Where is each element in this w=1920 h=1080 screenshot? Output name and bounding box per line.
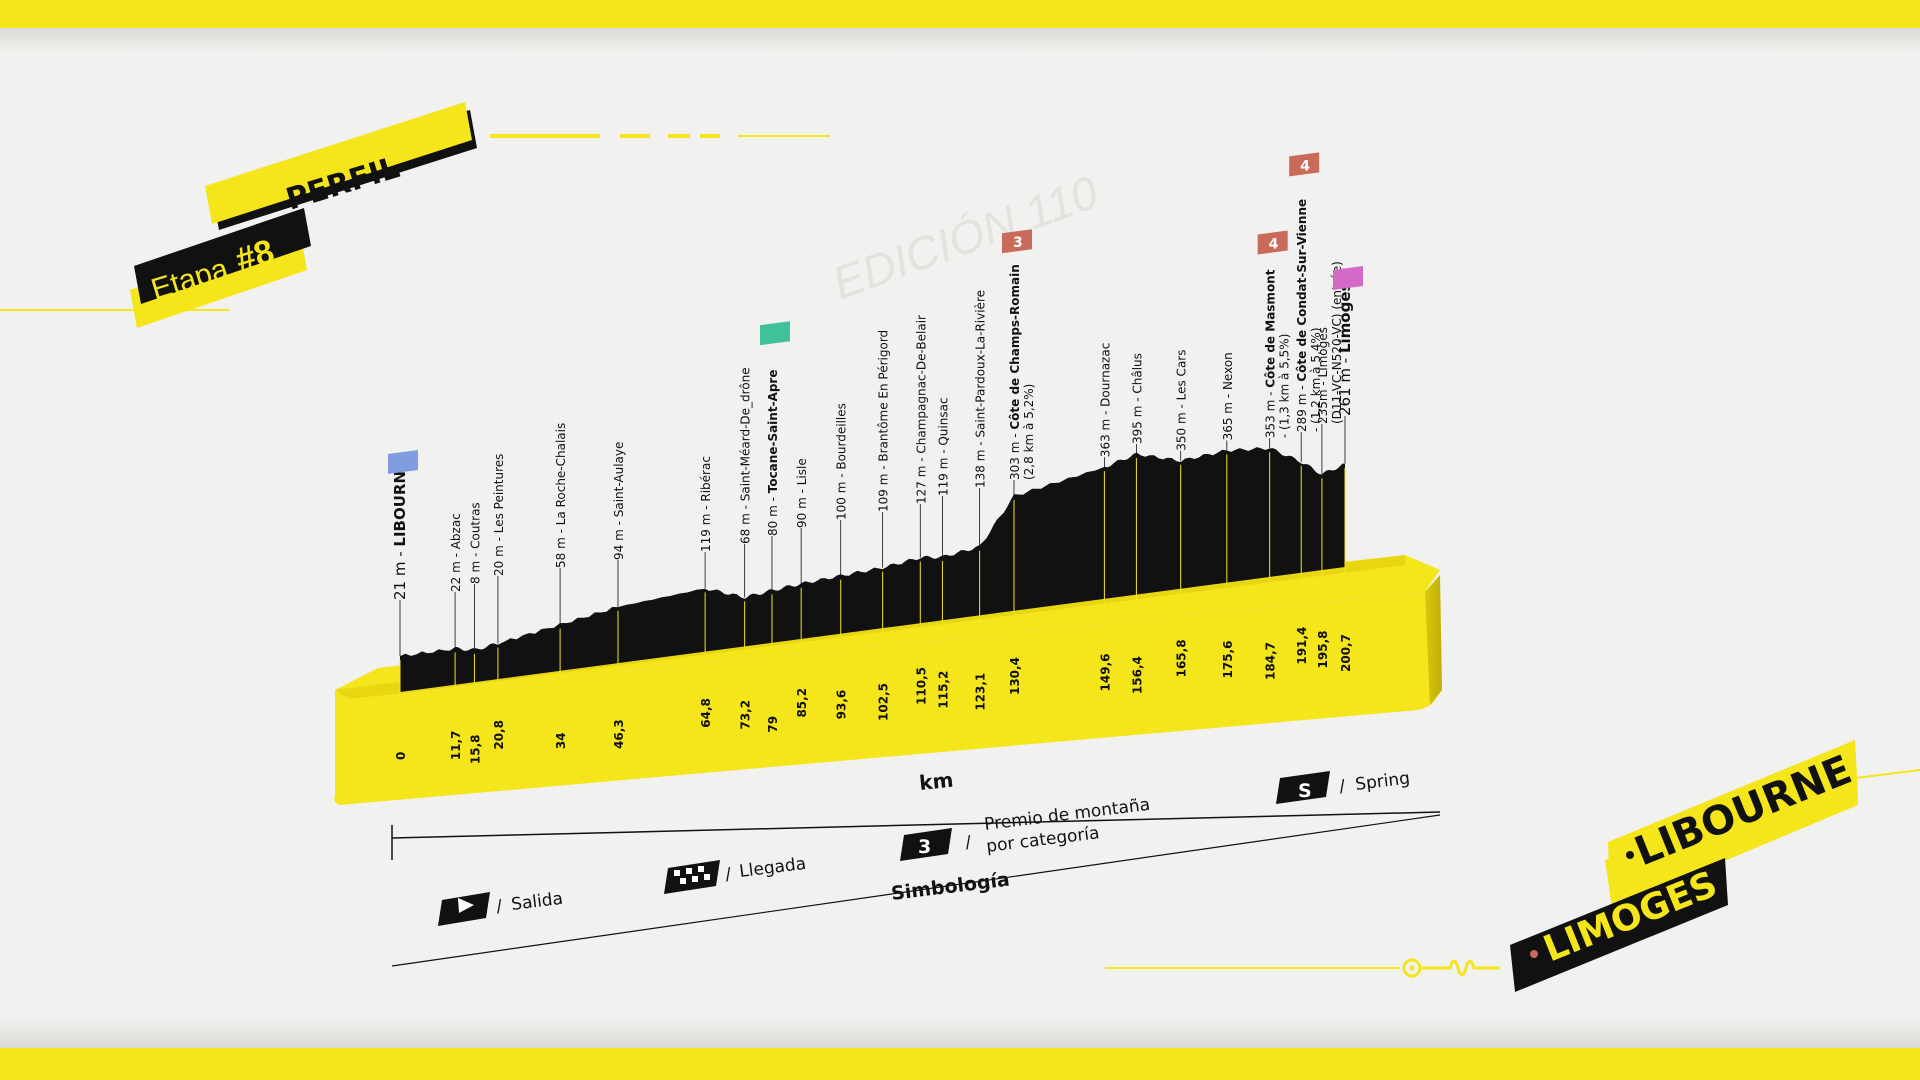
- location-label: 138 m - Saint-Pardoux-La-Rivière: [974, 290, 988, 488]
- climb-category-number: 3: [1013, 235, 1023, 251]
- legend-title: Simbología: [890, 869, 1011, 905]
- location-label: 127 m - Champagnac-De-Belair: [914, 315, 928, 504]
- finish-flag-icon: [1333, 266, 1363, 290]
- start-flag-icon: [388, 450, 418, 474]
- legend-baseline: [391, 814, 1441, 967]
- location-label: 365 m - Nexon: [1221, 352, 1235, 440]
- km-tick-label: 156,4: [1130, 656, 1144, 694]
- km-tick-label: 11,7: [449, 731, 463, 761]
- km-tick-label: 64,8: [699, 698, 713, 728]
- km-tick-label: 175,6: [1221, 641, 1235, 679]
- finish-flag-icon: [674, 866, 710, 884]
- km-tick-label: 85,2: [795, 688, 809, 718]
- legend: / Salida / Llegada 3 / Premio de montaña…: [391, 768, 1441, 967]
- svg-text:/: /: [495, 896, 503, 917]
- profile-area: [400, 447, 1345, 692]
- km-ticks: 0 11,7 15,8 20,8 34 46,3 64,8 73,2 79 85,2 93,6 102…: [394, 452, 1353, 764]
- location-label: 68 m - Saint-Méard-De_drône: [739, 367, 753, 544]
- km-tick-label: 102,5: [877, 683, 891, 721]
- location-label: 22 m - Abzac: [449, 513, 463, 592]
- km-tick-label: 34: [554, 732, 568, 749]
- location-label: 261 m - Limoges: [1336, 282, 1354, 416]
- location-label: 21 m - LIBOURNE: [391, 461, 409, 600]
- km-axis-line: [391, 811, 1441, 839]
- location-label: 8 m - Coutras: [468, 502, 482, 584]
- location-label: 289 m - Côte de Condat-Sur-Vienne- (1,2 …: [1295, 199, 1323, 432]
- location-label: 363 m - Dournazac: [1098, 343, 1112, 458]
- km-tick-label: 15,8: [468, 735, 482, 765]
- location-label: 235m - Limoges(D11-VC-N520-VC) (entrée): [1316, 261, 1344, 424]
- km-tick-label: 195,8: [1316, 630, 1330, 668]
- km-tick-label: 149,6: [1098, 653, 1112, 691]
- legend-climb: 3 / Premio de montaña por categoría: [900, 795, 1151, 861]
- sprint-icon: [759, 321, 790, 346]
- stage-header: PERFIL Etapa #8: [130, 102, 477, 328]
- climb-category-icon: 4: [1289, 152, 1320, 177]
- svg-text:/: /: [964, 832, 972, 853]
- climb-category-icon: 4: [1257, 230, 1288, 255]
- svg-text:/: /: [1338, 776, 1346, 797]
- route-badge: LIBOURNE LIMOGES: [1510, 740, 1858, 992]
- climb-category-number: 4: [1269, 237, 1279, 253]
- km-tick-label: 184,7: [1264, 642, 1278, 680]
- location-label: 350 m - Les Cars: [1175, 350, 1189, 451]
- bottom-yellow-band: [0, 1048, 1920, 1080]
- location-label: 119 m - Quinsac: [936, 397, 950, 496]
- legend-sprint-label: Spring: [1354, 768, 1411, 795]
- edition-watermark: EDICIÓN 110: [826, 165, 1105, 309]
- top-shadow: [0, 28, 1920, 52]
- km-tick-label: 165,8: [1175, 639, 1189, 677]
- km-tick-label: 123,1: [974, 673, 988, 711]
- climb-category-icon: 3: [918, 836, 931, 858]
- location-label: 395 m - Châlus: [1130, 353, 1144, 444]
- location-labels: 21 m - LIBOURNE 22 m - Abzac 8 m - Coutras…: [388, 152, 1363, 657]
- km-tick-label: 20,8: [492, 720, 506, 750]
- legend-finish-label: Llegada: [738, 854, 807, 882]
- climb-category-number: 4: [1300, 158, 1310, 174]
- bottom-shadow: [0, 1018, 1920, 1048]
- km-tick-label: 200,7: [1339, 634, 1353, 672]
- legend-start: / Salida: [438, 889, 564, 926]
- top-yellow-band: [0, 0, 1920, 28]
- location-label: 90 m - Lisle: [795, 458, 809, 528]
- km-tick-label: 79: [766, 716, 780, 733]
- legend-finish: / Llegada: [664, 854, 807, 894]
- location-label: 20 m - Les Peintures: [492, 454, 506, 576]
- location-label: 119 m - Ribérac: [699, 456, 713, 552]
- axis-unit-label: km: [918, 768, 954, 795]
- km-tick-label: 73,2: [739, 700, 753, 730]
- km-tick-label: 93,6: [835, 690, 849, 720]
- sprint-icon: S: [1298, 780, 1312, 802]
- location-label: 303 m - Côte de Champs-Romain(2,8 km à 5…: [1008, 264, 1036, 480]
- km-tick-label: 130,4: [1008, 657, 1022, 695]
- start-flag-icon: [458, 898, 474, 913]
- km-tick-label: 191,4: [1295, 627, 1309, 665]
- km-tick-label: 115,2: [936, 671, 950, 709]
- location-label: 100 m - Bourdeilles: [835, 403, 849, 520]
- legend-sprint: S / Spring: [1276, 768, 1411, 804]
- svg-text:/: /: [724, 864, 732, 885]
- location-label: 80 m - Tocane-Saint-Apre: [766, 370, 780, 537]
- location-label: 353 m - Côte de Masmont- (1,3 km à 5,5%): [1264, 269, 1292, 438]
- climb-category-icon: 3: [1001, 229, 1032, 254]
- profile-silhouette: [400, 447, 1345, 692]
- km-tick-label: 0: [394, 752, 408, 760]
- location-label: 109 m - Brantôme En Périgord: [877, 330, 891, 512]
- km-tick-label: 110,5: [914, 667, 928, 705]
- km-tick-label: 46,3: [612, 719, 626, 749]
- location-label: 58 m - La Roche-Chalais: [554, 423, 568, 568]
- legend-start-label: Salida: [510, 889, 564, 915]
- location-label: 94 m - Saint-Aulaye: [612, 442, 626, 560]
